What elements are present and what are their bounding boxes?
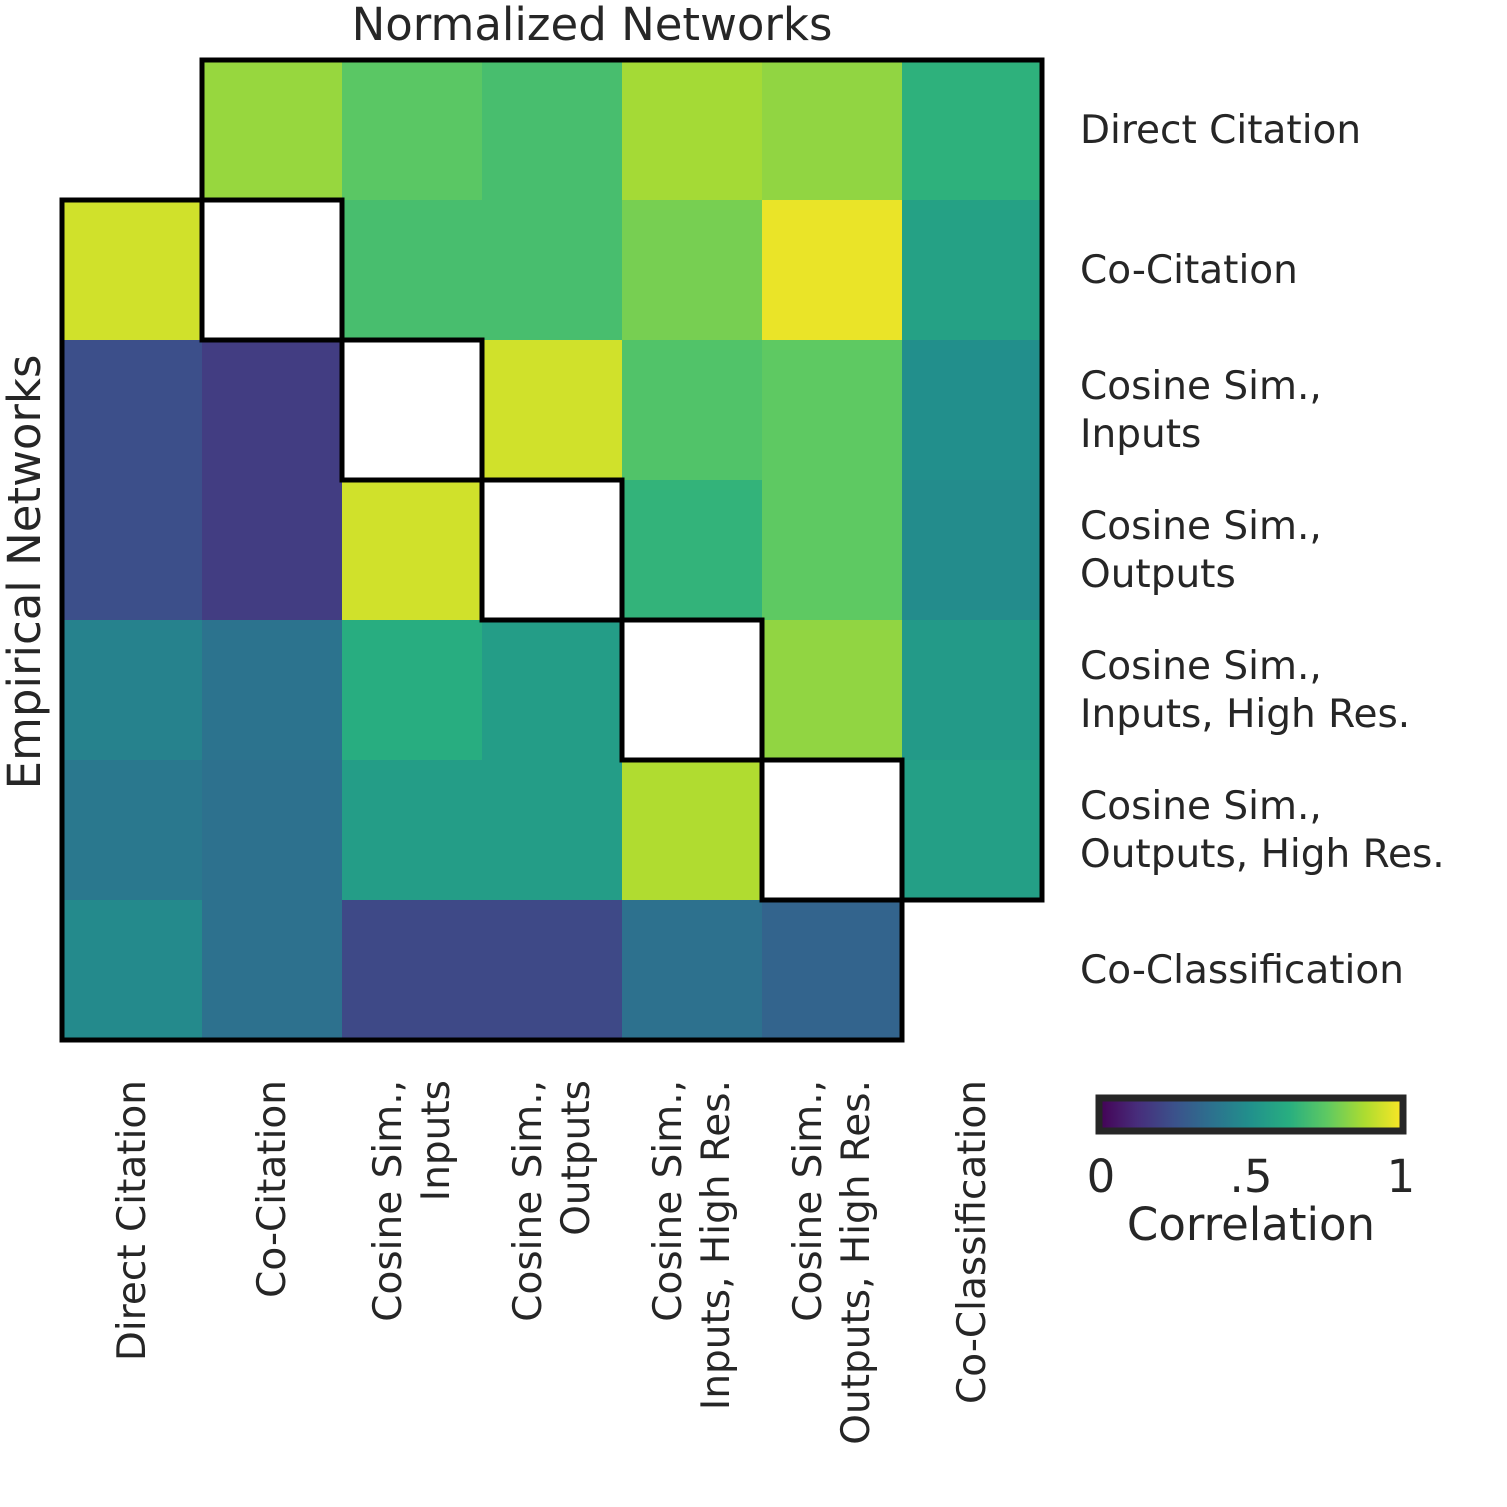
heatmap-cell-r5-c4 — [622, 760, 763, 901]
heatmap-cell-r0-c5 — [762, 60, 903, 201]
heatmap-cell-r1-c3 — [482, 200, 623, 341]
heatmap-cell-r5-c1 — [202, 760, 343, 901]
heatmap-cell-r3-c4 — [622, 480, 763, 621]
heatmap-cell-r2-c5 — [762, 340, 903, 481]
col-label-6: Co-Classification — [950, 1080, 995, 1404]
heatmap-cell-r6-c1 — [202, 900, 343, 1041]
row-label-4: Cosine Sim.,Inputs, High Res. — [1080, 644, 1410, 737]
row-label-0: Direct Citation — [1080, 108, 1361, 153]
y-axis-label: Empirical Networks — [0, 355, 51, 790]
colorbar-tick-mid: .5 — [1230, 1150, 1273, 1203]
col-label-2: Cosine Sim.,Inputs — [366, 1080, 459, 1322]
row-label-1: Co-Citation — [1080, 248, 1298, 293]
heatmap-cell-r5-c3 — [482, 760, 623, 901]
heatmap-cell-r2-c0 — [62, 340, 203, 481]
heatmap-cell-r0-c2 — [342, 60, 483, 201]
heatmap-cell-r1-c2 — [342, 200, 483, 341]
heatmap-cell-r4-c1 — [202, 620, 343, 761]
col-label-3: Cosine Sim.,Outputs — [506, 1080, 599, 1322]
col-label-4: Cosine Sim.,Inputs, High Res. — [646, 1080, 739, 1410]
heatmap-cell-r0-c6 — [902, 60, 1043, 201]
heatmap-cell-r2-c6 — [902, 340, 1043, 481]
heatmap-cell-r6-c2 — [342, 900, 483, 1041]
colorbar-tick-max: 1 — [1387, 1150, 1416, 1203]
colorbar-tick-min: 0 — [1087, 1150, 1116, 1203]
heatmap-cell-r6-c0 — [62, 900, 203, 1041]
heatmap-cells — [62, 60, 1043, 1041]
heatmap-cell-r6-c4 — [622, 900, 763, 1041]
col-label-5: Cosine Sim.,Outputs, High Res. — [786, 1080, 879, 1445]
heatmap-cell-r4-c3 — [482, 620, 623, 761]
heatmap-cell-r2-c1 — [202, 340, 343, 481]
row-label-3: Cosine Sim.,Outputs — [1080, 504, 1322, 597]
heatmap-cell-r5-c0 — [62, 760, 203, 901]
heatmap-cell-r6-c5 — [762, 900, 903, 1041]
heatmap-cell-r1-c5 — [762, 200, 903, 341]
column-tick-labels: Direct Citation Co-Citation Cosine Sim.,In… — [110, 1080, 995, 1445]
heatmap-cell-r4-c5 — [762, 620, 903, 761]
heatmap-cell-r1-c4 — [622, 200, 763, 341]
row-label-5: Cosine Sim.,Outputs, High Res. — [1080, 784, 1445, 877]
col-label-1: Co-Citation — [250, 1080, 295, 1298]
heatmap-cell-r3-c6 — [902, 480, 1043, 621]
heatmap-cell-r2-c4 — [622, 340, 763, 481]
heatmap-cell-r0-c4 — [622, 60, 763, 201]
heatmap-cell-r5-c6 — [902, 760, 1043, 901]
row-label-6: Co-Classification — [1080, 948, 1404, 993]
heatmap-cell-r4-c0 — [62, 620, 203, 761]
triangle-borders — [59, 57, 1045, 1043]
heatmap-cell-r1-c6 — [902, 200, 1043, 341]
lower-triangle-border — [59, 197, 905, 1043]
heatmap-cell-r1-c0 — [62, 200, 203, 341]
heatmap-cell-r4-c2 — [342, 620, 483, 761]
heatmap-cell-r3-c2 — [342, 480, 483, 621]
heatmap-cell-r5-c2 — [342, 760, 483, 901]
heatmap-cell-r2-c3 — [482, 340, 623, 481]
col-label-0: Direct Citation — [110, 1080, 155, 1361]
heatmap-cell-r4-c6 — [902, 620, 1043, 761]
chart-title: Normalized Networks — [352, 0, 833, 51]
row-label-2: Cosine Sim.,Inputs — [1080, 364, 1322, 457]
heatmap-cell-r0-c1 — [202, 60, 343, 201]
heatmap-cell-r0-c3 — [482, 60, 623, 201]
colorbar-label: Correlation — [1127, 1198, 1375, 1251]
colorbar-gradient — [1095, 1094, 1407, 1135]
heatmap-cell-r3-c1 — [202, 480, 343, 621]
colorbar: 0 .5 1 Correlation — [1087, 1094, 1416, 1251]
heatmap-cell-r3-c0 — [62, 480, 203, 621]
heatmap-cell-r6-c3 — [482, 900, 623, 1041]
heatmap-cell-r3-c5 — [762, 480, 903, 621]
